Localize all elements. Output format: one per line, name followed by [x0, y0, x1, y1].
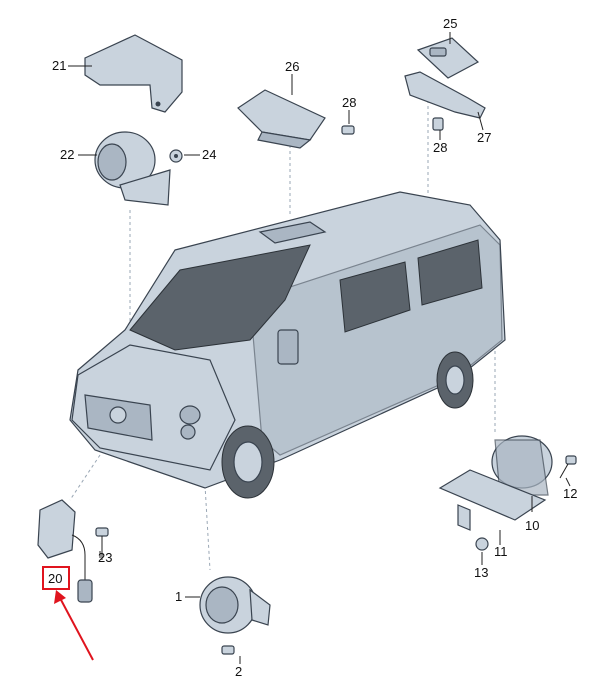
callout-21: 21: [52, 58, 66, 73]
callout-10: 10: [525, 518, 539, 533]
callout-2: 2: [235, 664, 242, 679]
highlight-part-20: [42, 566, 94, 661]
van-illustration: [69, 191, 506, 499]
callout-24: 24: [202, 147, 216, 162]
callout-28-b: 28: [433, 140, 447, 155]
part-28-screw-a[interactable]: [341, 125, 355, 135]
part-24-nut[interactable]: [169, 149, 183, 163]
part-26-tray[interactable]: [237, 89, 326, 149]
part-20-control-unit[interactable]: [37, 499, 93, 603]
part-23-bolt[interactable]: [95, 527, 109, 560]
callout-23: 23: [98, 550, 112, 565]
callout-28-a: 28: [342, 95, 356, 110]
callout-13: 13: [474, 565, 488, 580]
leader-lines: [68, 32, 571, 664]
part-10-horn[interactable]: [491, 435, 553, 496]
callout-12: 12: [563, 486, 577, 501]
part-13-nut[interactable]: [475, 537, 489, 551]
highlight-arrow-line: [59, 597, 94, 661]
callout-labels: 21 22 24 26 28 25 27 28 23 20 1 2 10 11 …: [48, 16, 577, 679]
callout-26: 26: [285, 59, 299, 74]
highlight-arrow-head: [54, 590, 66, 604]
part-12-bolt[interactable]: [559, 455, 577, 479]
part-2-bolt[interactable]: [221, 645, 235, 655]
part-22-housing[interactable]: [94, 131, 171, 206]
part-21-cover[interactable]: [84, 34, 183, 113]
callout-1: 1: [175, 589, 182, 604]
part-11-bracket[interactable]: [438, 469, 547, 531]
callout-11: 11: [494, 544, 508, 559]
part-25-light[interactable]: [416, 37, 480, 79]
callout-22: 22: [60, 147, 74, 162]
callout-20: 20: [48, 571, 62, 586]
highlight-box: [42, 566, 70, 590]
part-27-bracket[interactable]: [404, 71, 486, 119]
callout-27: 27: [477, 130, 491, 145]
part-28-screw-b[interactable]: [432, 117, 444, 131]
part-1-horn[interactable]: [199, 576, 271, 634]
callout-25: 25: [443, 16, 457, 31]
